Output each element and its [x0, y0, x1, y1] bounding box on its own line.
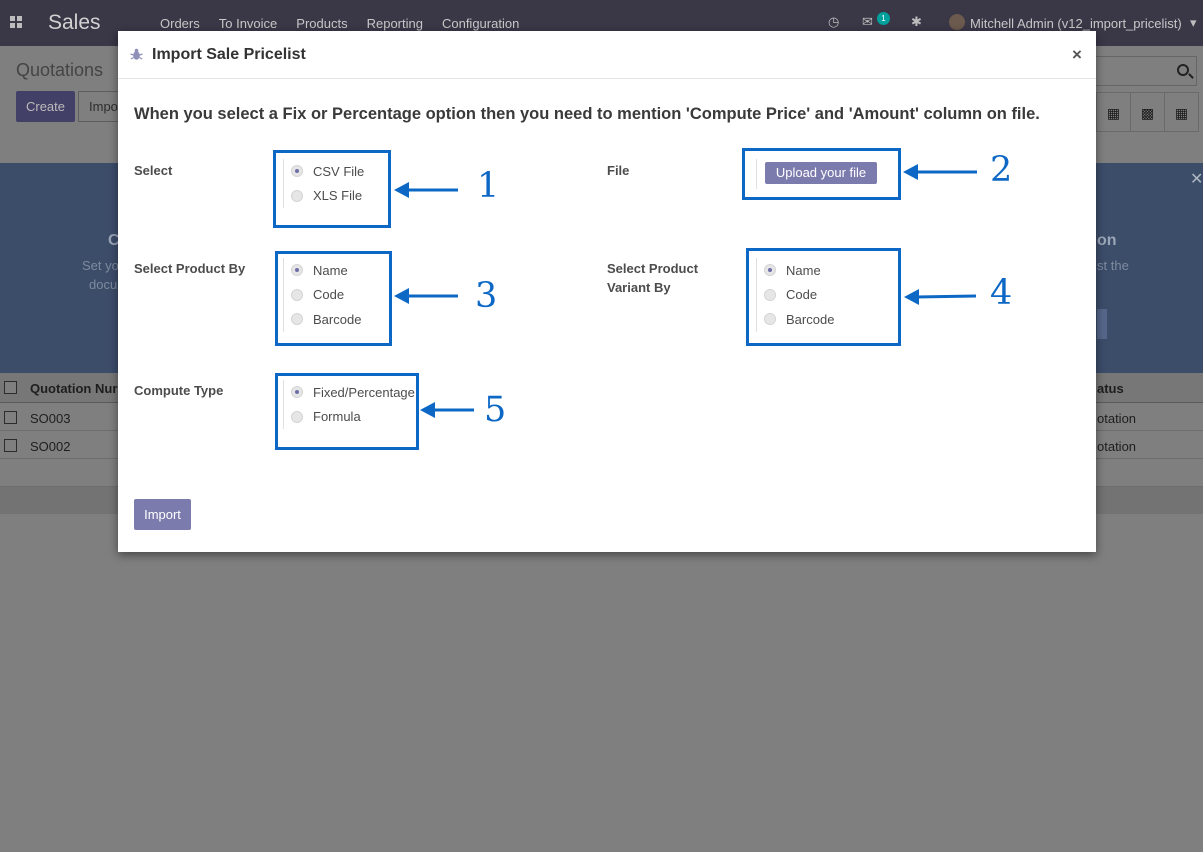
radio-variant-barcode[interactable]: Barcode: [764, 307, 834, 332]
helper-left-line2: docu: [89, 277, 118, 292]
menu-item-products[interactable]: Products: [296, 16, 348, 31]
select-all-checkbox[interactable]: [4, 381, 17, 394]
annotation-number-4: 4: [990, 273, 1013, 313]
radio-variant-name[interactable]: Name: [764, 258, 834, 283]
close-icon[interactable]: ✕: [1190, 171, 1203, 188]
highlight-box-product-by: [275, 251, 392, 346]
radio-dot: [291, 288, 303, 301]
radio-formula[interactable]: Formula: [291, 405, 415, 430]
variant-by-label: Select Product Variant By: [607, 261, 699, 295]
breadcrumb: Quotations: [16, 60, 104, 80]
upload-file-button[interactable]: Upload your file: [765, 162, 877, 184]
helper-right-line1: st the: [1097, 258, 1129, 273]
clock-icon[interactable]: ◷: [828, 14, 840, 29]
file-field-border: [756, 159, 757, 189]
highlight-box-select: [273, 150, 391, 228]
arrow-left-icon: [394, 182, 458, 198]
highlight-box-compute-type: [275, 373, 419, 450]
column-quotation-number[interactable]: Quotation Nur: [30, 381, 118, 396]
graph-view-icon[interactable]: ▩: [1130, 92, 1165, 132]
menu-item-configuration[interactable]: Configuration: [441, 16, 520, 31]
search-input[interactable]: [1090, 56, 1197, 86]
app-name: Sales: [48, 11, 101, 34]
arrow-left-icon: [420, 402, 474, 418]
helper-right-title: on: [1097, 232, 1117, 249]
radio-product-name[interactable]: Name: [291, 258, 361, 283]
arrow-left-icon: [904, 289, 977, 305]
dialog-header: Import Sale Pricelist ×: [118, 31, 1096, 79]
menu-item-reporting[interactable]: Reporting: [366, 16, 423, 31]
avatar[interactable]: [949, 14, 965, 30]
annotation-number-1: 1: [477, 166, 500, 206]
arrow-left-icon: [903, 164, 977, 180]
radio-dot: [764, 288, 776, 301]
radio-variant-code[interactable]: Code: [764, 283, 834, 308]
debug-bug-icon[interactable]: ✱: [911, 14, 922, 29]
row-checkbox[interactable]: [4, 411, 17, 424]
helper-left-title: C: [108, 232, 120, 249]
list-view-icon[interactable]: ▦: [1096, 92, 1131, 132]
select-label: Select: [134, 163, 173, 178]
file-label: File: [607, 163, 630, 178]
product-by-label: Select Product By: [134, 261, 246, 276]
row-status: otation: [1097, 411, 1137, 426]
import-submit-button[interactable]: Import: [134, 499, 191, 530]
dialog-close-button[interactable]: ×: [1072, 45, 1082, 64]
annotation-number-3: 3: [475, 276, 498, 316]
radio-dot: [291, 165, 303, 178]
row-number: SO002: [30, 439, 71, 454]
menu-item-to-invoice[interactable]: To Invoice: [218, 16, 278, 31]
compute-type-radio-group: Fixed/Percentage Formula: [283, 380, 415, 429]
menu-item-orders[interactable]: Orders: [160, 16, 200, 31]
import-pricelist-dialog: Import Sale Pricelist × When you select …: [118, 31, 1096, 552]
radio-dot: [291, 313, 303, 326]
file-type-radio-group: CSV File XLS File: [283, 159, 364, 208]
apps-grid-icon[interactable]: [10, 16, 22, 28]
radio-xls-file[interactable]: XLS File: [291, 184, 364, 209]
user-menu[interactable]: Mitchell Admin (v12_import_pricelist): [970, 16, 1182, 31]
row-checkbox[interactable]: [4, 439, 17, 452]
radio-dot: [291, 386, 303, 399]
helper-right-button[interactable]: [1097, 309, 1107, 339]
kanban-view-icon[interactable]: ▦: [1164, 92, 1199, 132]
variant-by-radio-group: Name Code Barcode: [756, 258, 834, 332]
radio-dot: [764, 264, 776, 277]
radio-product-code[interactable]: Code: [291, 283, 361, 308]
view-switcher: ▦ ▩ ▦: [1096, 92, 1199, 132]
main-menu: Orders To Invoice Products Reporting Con…: [160, 16, 538, 31]
radio-csv-file[interactable]: CSV File: [291, 159, 364, 184]
radio-dot: [291, 264, 303, 277]
radio-fixed-percentage[interactable]: Fixed/Percentage: [291, 380, 415, 405]
column-status[interactable]: atus: [1097, 381, 1124, 396]
radio-dot: [291, 189, 303, 202]
compute-type-label: Compute Type: [134, 383, 224, 398]
caret-down-icon[interactable]: ▾: [1190, 15, 1197, 30]
product-by-radio-group: Name Code Barcode: [283, 258, 361, 332]
arrow-left-icon: [394, 288, 458, 304]
row-number: SO003: [30, 411, 71, 426]
dialog-title: Import Sale Pricelist: [152, 46, 306, 63]
radio-product-barcode[interactable]: Barcode: [291, 307, 361, 332]
search-icon: [1177, 64, 1189, 76]
helper-left-line1: Set yo: [82, 258, 119, 273]
bug-icon: [130, 48, 143, 60]
annotation-number-2: 2: [990, 150, 1013, 190]
radio-dot: [291, 410, 303, 423]
chat-icon[interactable]: ✉: [862, 14, 873, 29]
compute-price-notice: When you select a Fix or Percentage opti…: [134, 105, 1040, 123]
create-button[interactable]: Create: [16, 91, 75, 122]
highlight-box-variant-by: [746, 248, 901, 346]
radio-dot: [764, 313, 776, 326]
row-status: otation: [1097, 439, 1137, 454]
chat-counter-badge: 1: [877, 12, 890, 25]
highlight-box-file: [742, 148, 901, 200]
annotation-number-5: 5: [484, 390, 507, 430]
